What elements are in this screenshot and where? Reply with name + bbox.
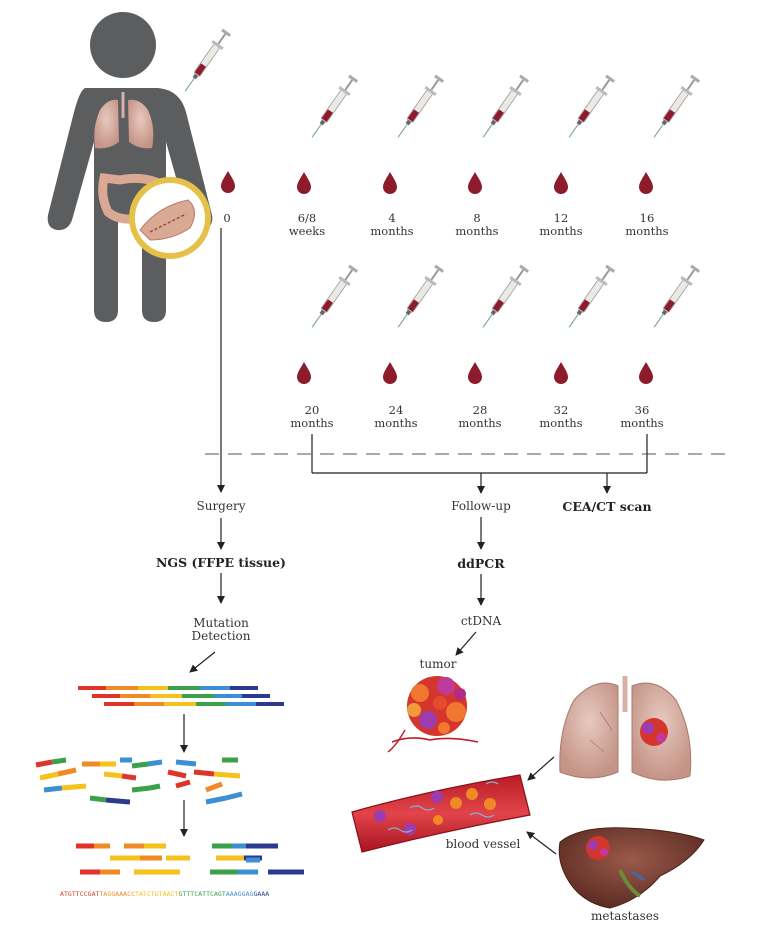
- sequence-segment: GTTTCATTCAGT: [178, 890, 226, 898]
- lungs-illustration: [559, 676, 692, 781]
- read-fragments: [35, 757, 243, 805]
- timepoint-label: 0: [223, 211, 231, 225]
- followup-label: Follow-up: [451, 499, 511, 513]
- sequence-segment: GAAA: [253, 890, 270, 898]
- surgery-label: Surgery: [196, 499, 246, 513]
- ddpcr-label: ddPCR: [457, 556, 505, 571]
- metastases-label: metastases: [590, 909, 659, 923]
- blood-vessel-label: blood vessel: [445, 837, 521, 851]
- patient-figure: [47, 12, 233, 322]
- blood-drop-0: [221, 171, 235, 193]
- arrow-lung-to-vessel: [527, 756, 555, 781]
- sequence-segment: TATCTGTAACT: [135, 890, 179, 898]
- arrow-liver-to-vessel: [526, 831, 557, 855]
- sequence-segment: TAGGAAACC: [99, 890, 136, 898]
- cea-ct-scan-label: CEA/CT scan: [562, 499, 652, 514]
- sequence-segment: AAAGGAG: [225, 890, 254, 898]
- ctdna-label: ctDNA: [460, 614, 502, 628]
- followup-bracket: [311, 434, 648, 494]
- timepoint-row1-graphics: [297, 73, 702, 194]
- arrow-to-reads: [189, 651, 216, 673]
- blood-vessel-illustration: [351, 774, 531, 853]
- tumor-label: tumor: [419, 657, 457, 671]
- sequence-segment: ATGTTCCGAT: [60, 890, 100, 898]
- arrow-to-tumor: [455, 631, 477, 656]
- liver-illustration: [558, 827, 705, 909]
- assembled-reads: [76, 843, 304, 875]
- timepoint-row2-graphics: [297, 263, 702, 384]
- dna-sequence: ATGTTCCGATTAGGAAACCTATCTGTAACTGTTTCATTCA…: [60, 890, 269, 898]
- aligned-reads: [78, 686, 284, 706]
- tumor-illustration: [387, 676, 479, 753]
- ngs-label: NGS (FFPE tissue): [156, 555, 286, 570]
